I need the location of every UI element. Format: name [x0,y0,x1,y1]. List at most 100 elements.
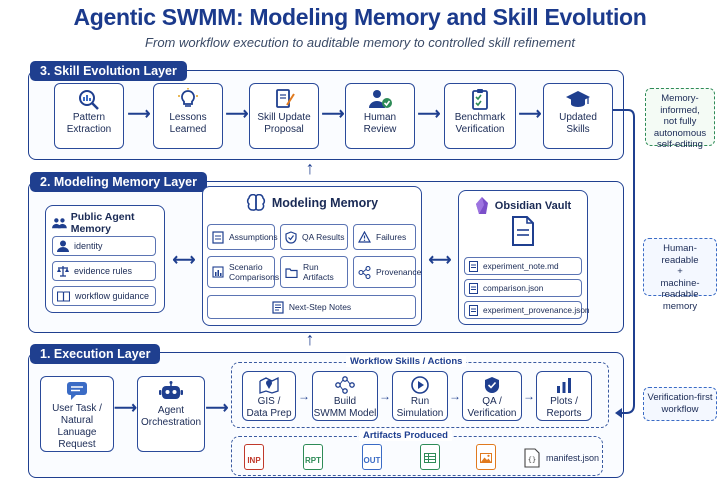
bar-chart-icon [557,378,571,393]
arrow-right-icon: ⟶ [127,106,151,123]
side-note-human-readable: Human-readable + machine-readable memory [643,238,717,312]
memory-item-evidence-rules[interactable]: evidence rules [52,261,156,281]
user-task-l1: User Task / [52,403,102,414]
public-memory-title: Public Agent Memory [70,211,135,235]
warning-icon [358,231,371,243]
step-label-2: Lessons [169,112,207,123]
graduation-cap-icon [566,91,590,107]
artifact-manifest[interactable]: manifest.json [546,453,600,463]
artifact-rpt[interactable]: RPT [303,444,323,470]
step-benchmark-verification[interactable]: Benchmark Verification [444,83,516,149]
artifact-inp[interactable]: INP [244,444,264,470]
arrow-right-icon: ⟶ [205,400,229,417]
artifact-table[interactable] [420,444,440,470]
vault-file-label: experiment_provenance.json [483,305,590,315]
person-icon [57,240,69,252]
notes-icon [272,300,284,314]
vault-file-3[interactable]: experiment_provenance.json [464,301,590,319]
user-task-card[interactable]: User Task / Natural Lanuage Request [40,376,114,452]
agent-orchestration-card[interactable]: Agent Orchestration [137,376,205,452]
double-arrow-icon: ⟷ [172,252,196,269]
arrow-right-icon: → [523,389,535,403]
mm-cell-failures[interactable]: Failures [353,224,416,250]
side-note-line: memory [662,300,698,312]
network-icon [358,265,371,279]
step-human-review[interactable]: Human Review [345,83,415,149]
skill-label: Build [333,396,357,407]
skill-label: Run [410,396,430,407]
arrow-right-icon: ⟶ [417,106,441,123]
mm-cell-label: Failures [376,232,407,242]
memory-item-label: workflow guidance [75,291,150,301]
side-note-line: Human-readable [661,243,699,266]
artifact-image[interactable] [476,444,496,470]
user-task-l3: Request [58,439,96,450]
mm-cell-label-2: Comparisons [229,272,280,282]
network-nodes-icon [335,376,355,394]
skill-build-swmm-model[interactable]: Build SWMM Model [312,371,378,421]
arrow-right-icon: → [298,389,310,403]
skill-qa-verification[interactable]: QA / Verification [462,371,522,421]
skill-label: Plots / [550,396,578,407]
artifact-out[interactable]: OUT [362,444,382,470]
step-lessons-learned[interactable]: Lessons Learned [153,83,223,149]
document-icon [212,230,224,244]
mm-cell-provenance[interactable]: Provenance [353,256,421,288]
step-skill-update-proposal[interactable]: Skill Update Proposal [249,83,319,149]
agent-l2: Orchestration [140,417,202,428]
map-pin-icon [259,376,279,394]
arrow-right-icon: ⟶ [518,106,542,123]
skill-gis-data-prep[interactable]: GIS / Data Prep [242,371,296,421]
page-title: Agentic SWMM: Modeling Memory and Skill … [73,4,647,30]
table-icon [424,453,436,463]
file-icon [469,260,478,272]
step-pattern-extraction[interactable]: Pattern Extraction [54,83,124,149]
vault-file-1[interactable]: experiment_note.md [464,257,582,275]
memory-layer-label: 2. Modeling Memory Layer [30,172,207,192]
arrow-up-icon: ↑ [305,158,315,178]
mm-cell-label: Provenance [376,267,422,277]
side-note-line: autonomous [653,127,707,139]
step-label-6b: Skills [566,124,590,135]
person-check-icon [369,90,392,108]
play-icon [411,376,429,394]
book-icon [57,290,70,302]
arrow-up-icon: ↑ [305,329,315,349]
vault-file-2[interactable]: comparison.json [464,279,582,297]
memory-item-workflow-guidance[interactable]: workflow guidance [52,286,156,306]
agent-l1: Agent [157,405,185,416]
arrow-right-icon: → [449,389,461,403]
skill-run-simulation[interactable]: Run Simulation [392,371,448,421]
mm-cell-qa-results[interactable]: QA Results [280,224,348,250]
step-label-4b: Review [363,124,397,135]
side-note-line: Verification-first [647,392,713,403]
step-label-2b: Learned [169,124,207,135]
step-label-5b: Verification [455,124,505,135]
file-icon [469,282,478,294]
document-pen-icon [276,89,295,108]
chat-bubble-icon [67,382,87,400]
memory-item-identity[interactable]: identity [52,236,156,256]
vault-file-label: comparison.json [483,283,544,293]
workflow-skills-title: Workflow Skills / Actions [346,356,467,367]
obsidian-title: Obsidian Vault [494,200,572,212]
scales-icon [57,266,69,277]
execution-layer-label: 1. Execution Layer [30,344,161,364]
document-icon [512,216,534,246]
mm-next-step-notes[interactable]: Next-Step Notes [207,295,416,319]
mm-cell-label: QA Results [302,232,345,242]
step-updated-skills[interactable]: Updated Skills [543,83,613,149]
mm-cell-assumptions[interactable]: Assumptions [207,224,278,250]
clipboard-check-icon [472,89,488,110]
step-label-5: Benchmark [454,112,506,123]
step-label-1: Pattern [72,112,106,123]
mm-cell-label: Assumptions [229,232,278,242]
folder-icon [285,267,298,278]
feedback-connector [613,109,635,418]
step-label-6: Updated [559,112,597,123]
lightbulb-icon [178,88,198,107]
side-note-line: machine-readable [660,277,700,301]
skill-plots-reports[interactable]: Plots / Reports [536,371,592,421]
